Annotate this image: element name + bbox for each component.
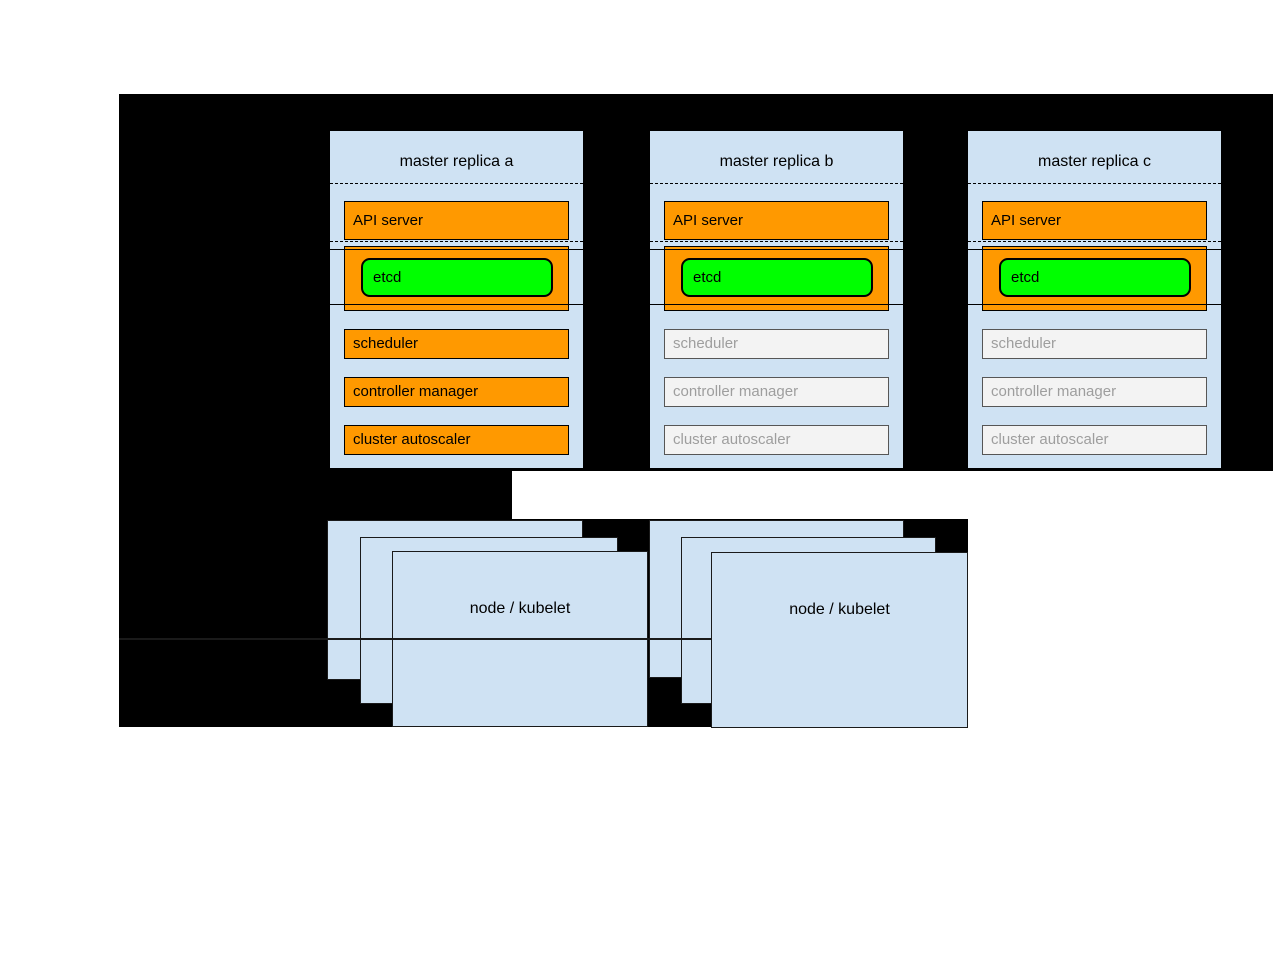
etcd-box: etcd — [361, 258, 553, 297]
scheduler-box: scheduler — [664, 329, 889, 359]
divider-solid-lower — [330, 304, 583, 305]
divider-solid-lower — [650, 304, 903, 305]
master-replica-b-panel: master replica b API server etcd schedul… — [649, 130, 904, 469]
etcd-container-box: etcd — [664, 246, 889, 311]
divider-solid-upper — [650, 249, 903, 250]
divider-dashed-top — [968, 183, 1221, 184]
master-replica-c-panel: master replica c API server etcd schedul… — [967, 130, 1222, 469]
api-server-box: API server — [982, 201, 1207, 240]
node-connector-line — [119, 638, 711, 640]
etcd-container-box: etcd — [982, 246, 1207, 311]
controller-manager-box: controller manager — [344, 377, 569, 407]
cluster-autoscaler-box: cluster autoscaler — [982, 425, 1207, 455]
api-server-box: API server — [344, 201, 569, 240]
controller-manager-box: controller manager — [664, 377, 889, 407]
divider-dashed-top — [650, 183, 903, 184]
divider-solid-upper — [330, 249, 583, 250]
scheduler-box: scheduler — [982, 329, 1207, 359]
node-kubelet-label: node / kubelet — [469, 600, 571, 617]
divider-dashed-mid — [330, 241, 583, 242]
black-backdrop-left — [119, 471, 512, 519]
node-stack-2-front-box: node / kubelet — [711, 552, 968, 728]
etcd-box: etcd — [681, 258, 873, 297]
cluster-autoscaler-box: cluster autoscaler — [344, 425, 569, 455]
master-replica-a-panel: master replica a API server etcd schedul… — [329, 130, 584, 469]
etcd-box: etcd — [999, 258, 1191, 297]
etcd-container-box: etcd — [344, 246, 569, 311]
divider-dashed-mid — [968, 241, 1221, 242]
divider-solid-upper — [968, 249, 1221, 250]
divider-solid-lower — [968, 304, 1221, 305]
cluster-autoscaler-box: cluster autoscaler — [664, 425, 889, 455]
divider-dashed-mid — [650, 241, 903, 242]
replica-title: master replica c — [1038, 153, 1151, 170]
api-server-box: API server — [664, 201, 889, 240]
divider-dashed-top — [330, 183, 583, 184]
controller-manager-box: controller manager — [982, 377, 1207, 407]
replica-title: master replica b — [719, 153, 834, 170]
replica-title: master replica a — [399, 153, 514, 170]
node-kubelet-label: node / kubelet — [789, 601, 890, 618]
scheduler-box: scheduler — [344, 329, 569, 359]
